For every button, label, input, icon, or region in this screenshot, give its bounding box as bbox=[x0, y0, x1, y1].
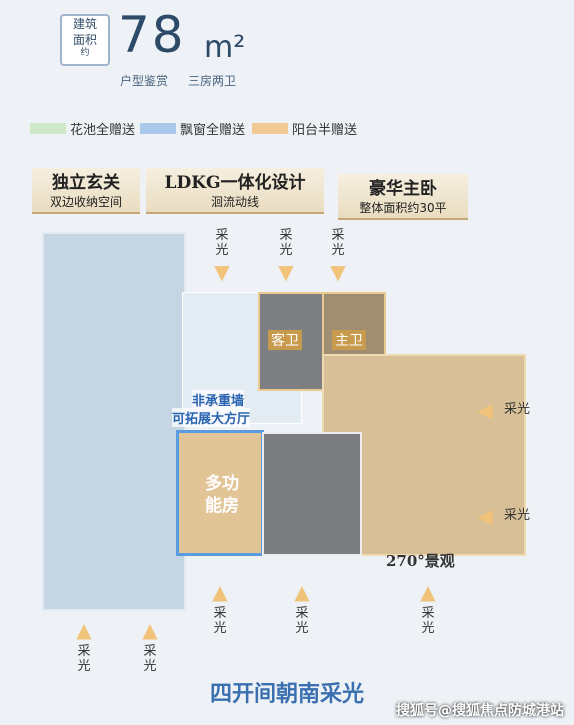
entry-tag: 独立玄关 双边收纳空间 bbox=[32, 168, 140, 214]
light-label-top-3: 采光 bbox=[331, 228, 345, 258]
ldkg-tag: LDKG一体化设计 洄流动线 bbox=[146, 168, 324, 214]
arrow-down-icon-top-3: ▼ bbox=[330, 260, 346, 284]
arrow-down-icon-top-1: ▼ bbox=[214, 260, 230, 284]
legend-swatch-baywindow bbox=[140, 123, 176, 134]
living-kitchen-area bbox=[42, 232, 186, 611]
arrow-up-icon-bottom-5: ▲ bbox=[142, 618, 158, 642]
light-label-bottom-5: 采光 bbox=[143, 644, 157, 674]
guest-bathroom: 客卫 bbox=[258, 292, 324, 391]
ldkg-title: LDKG一体化设计 bbox=[164, 173, 306, 193]
wall-note-line2: 可拓展大方厅 bbox=[172, 408, 251, 427]
light-label-top-2: 采光 bbox=[279, 228, 293, 258]
light-label-bottom-1: 采光 bbox=[213, 606, 227, 636]
legend-label-baywindow: 飘窗全赠送 bbox=[180, 123, 246, 138]
area-label-box: 建筑 面积 约 bbox=[60, 14, 110, 66]
arrow-up-icon-bottom-1: ▲ bbox=[212, 580, 228, 604]
multi-function-room-label: 多功能房 bbox=[205, 474, 239, 516]
area-label-suffix: 约 bbox=[80, 48, 90, 58]
bedroom-three bbox=[262, 432, 362, 556]
guest-bathroom-label: 客卫 bbox=[268, 330, 302, 350]
master-title: 豪华主卧 bbox=[369, 179, 437, 199]
arrow-down-icon-top-2: ▼ bbox=[278, 260, 294, 284]
light-label-right-2: 采光 bbox=[503, 508, 530, 523]
area-value: 78 bbox=[118, 6, 186, 64]
light-label-top-1: 采光 bbox=[215, 228, 229, 258]
master-tag: 豪华主卧 整体面积约30平 bbox=[338, 174, 468, 220]
watermark-text: 搜狐号@搜狐焦点防城港站 bbox=[396, 703, 564, 719]
arrow-up-icon-bottom-3: ▲ bbox=[420, 580, 436, 604]
subtitle-appreciation: 户型鉴赏 bbox=[120, 74, 169, 88]
arrow-left-icon-right-1: ◀ bbox=[477, 398, 493, 422]
area-label-line2: 面积 bbox=[72, 33, 97, 47]
legend-label-balcony: 阳台半赠送 bbox=[292, 123, 358, 138]
area-label-line1: 建筑 bbox=[72, 17, 97, 31]
view-label: 270°景观 bbox=[386, 552, 455, 570]
light-label-bottom-2: 采光 bbox=[295, 606, 309, 636]
subtitle-layout: 三房两卫 bbox=[188, 74, 237, 88]
legend-label-flowerbed: 花池全赠送 bbox=[70, 123, 136, 138]
ldkg-subtitle: 洄流动线 bbox=[210, 195, 259, 209]
arrow-left-icon-right-2: ◀ bbox=[477, 504, 493, 528]
wall-note-line1: 非承重墙 bbox=[192, 390, 245, 409]
light-label-right-1: 采光 bbox=[503, 402, 530, 417]
footer-caption: 四开间朝南采光 bbox=[209, 681, 364, 707]
entry-subtitle: 双边收纳空间 bbox=[49, 195, 122, 209]
light-label-bottom-4: 采光 bbox=[77, 644, 91, 674]
entry-title: 独立玄关 bbox=[52, 173, 120, 193]
arrow-up-icon-bottom-4: ▲ bbox=[76, 618, 92, 642]
master-subtitle: 整体面积约30平 bbox=[359, 201, 447, 215]
legend-swatch-flowerbed bbox=[30, 123, 66, 134]
master-bathroom-label: 主卫 bbox=[332, 330, 366, 350]
light-label-bottom-3: 采光 bbox=[421, 606, 435, 636]
multi-function-room: 多功能房 bbox=[176, 430, 264, 556]
area-unit: m² bbox=[204, 30, 246, 65]
floor-plan: 客卫 主卫 多功能房 非承重墙 可拓展大方厅 270°景观 bbox=[42, 232, 526, 612]
arrow-up-icon-bottom-2: ▲ bbox=[294, 580, 310, 604]
legend-swatch-balcony bbox=[252, 123, 288, 134]
